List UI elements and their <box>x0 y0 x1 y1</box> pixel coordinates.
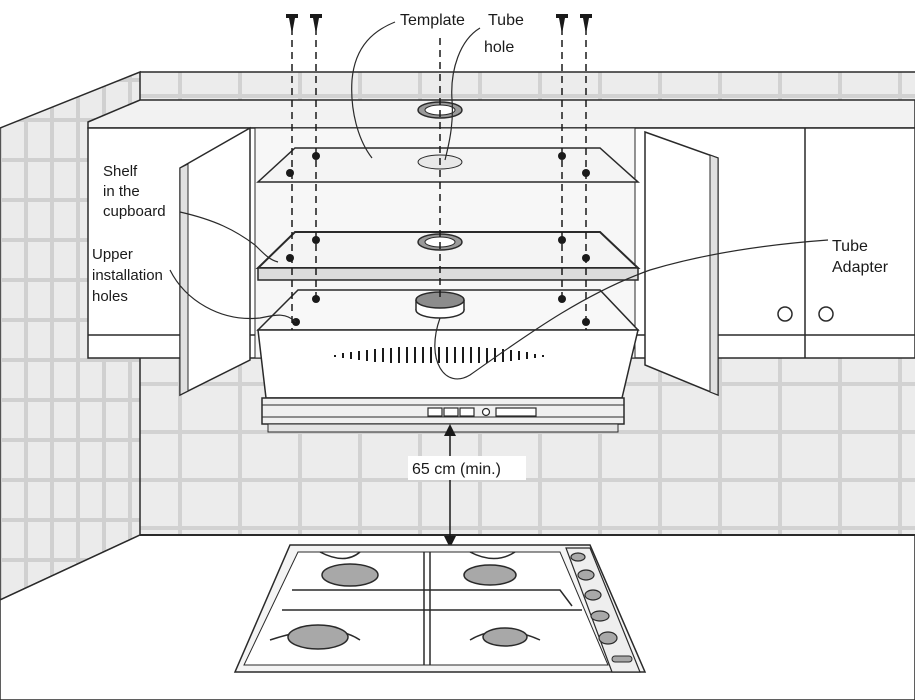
leader-lines <box>169 21 829 380</box>
hood-control-button[interactable] <box>495 407 537 417</box>
cabinet-knobs <box>777 306 834 322</box>
hood-control-panel <box>427 407 537 417</box>
template-sheet <box>256 147 640 183</box>
gas-hob <box>233 544 647 673</box>
hob-knobs <box>565 547 641 673</box>
label-hole: hole <box>484 39 514 56</box>
label-template: Template <box>400 12 465 29</box>
burner-medium[interactable] <box>321 563 379 587</box>
right-cabinet-door[interactable] <box>644 130 719 397</box>
cooker-hood <box>256 289 640 433</box>
left-cabinet-door[interactable] <box>179 126 251 397</box>
diagram-labels: Template Tube hole Shelf in the cupboard… <box>92 12 889 478</box>
fixing-screws <box>286 14 592 330</box>
screw-icon <box>556 14 568 34</box>
door-knob[interactable] <box>818 306 834 322</box>
hood-control-button[interactable] <box>443 407 459 417</box>
hob-knob[interactable] <box>577 569 595 581</box>
hob-ignition-button[interactable] <box>611 655 633 663</box>
label-tube-adapter: Tube <box>832 238 868 255</box>
leader-shelf <box>179 211 279 263</box>
label-shelf: cupboard <box>103 203 166 220</box>
label-distance: 65 cm (min.) <box>412 461 501 478</box>
leader-upper-holes <box>169 269 297 323</box>
screw-icon <box>286 14 298 34</box>
hob-knob[interactable] <box>584 589 602 601</box>
hood-control-button[interactable] <box>459 407 475 417</box>
label-upper-holes: Upper <box>92 246 133 263</box>
screw-icon <box>310 14 322 34</box>
label-upper-holes: installation <box>92 267 163 284</box>
hob-knob[interactable] <box>598 631 618 645</box>
screw-icon <box>580 14 592 34</box>
burner-large[interactable] <box>287 624 349 650</box>
label-tube-adapter: Adapter <box>832 259 889 276</box>
tube-adapter <box>415 291 465 319</box>
label-shelf: in the <box>103 183 140 200</box>
label-shelf: Shelf <box>103 163 138 180</box>
label-upper-holes: holes <box>92 288 128 305</box>
hood-control-button[interactable] <box>427 407 443 417</box>
door-knob[interactable] <box>777 306 793 322</box>
burner-small[interactable] <box>482 627 528 647</box>
hood-indicator-light <box>481 407 491 417</box>
cupboard-shelf <box>255 231 641 281</box>
burner-medium[interactable] <box>463 564 517 586</box>
leader-tube-adapter <box>434 239 829 380</box>
leader-tube-hole <box>444 27 481 161</box>
label-tube: Tube <box>488 12 524 29</box>
distance-arrow <box>408 424 526 548</box>
hob-knob[interactable] <box>570 552 586 562</box>
hood-vent-slots <box>334 347 544 363</box>
leader-template <box>351 21 396 159</box>
hob-knob[interactable] <box>590 610 610 622</box>
